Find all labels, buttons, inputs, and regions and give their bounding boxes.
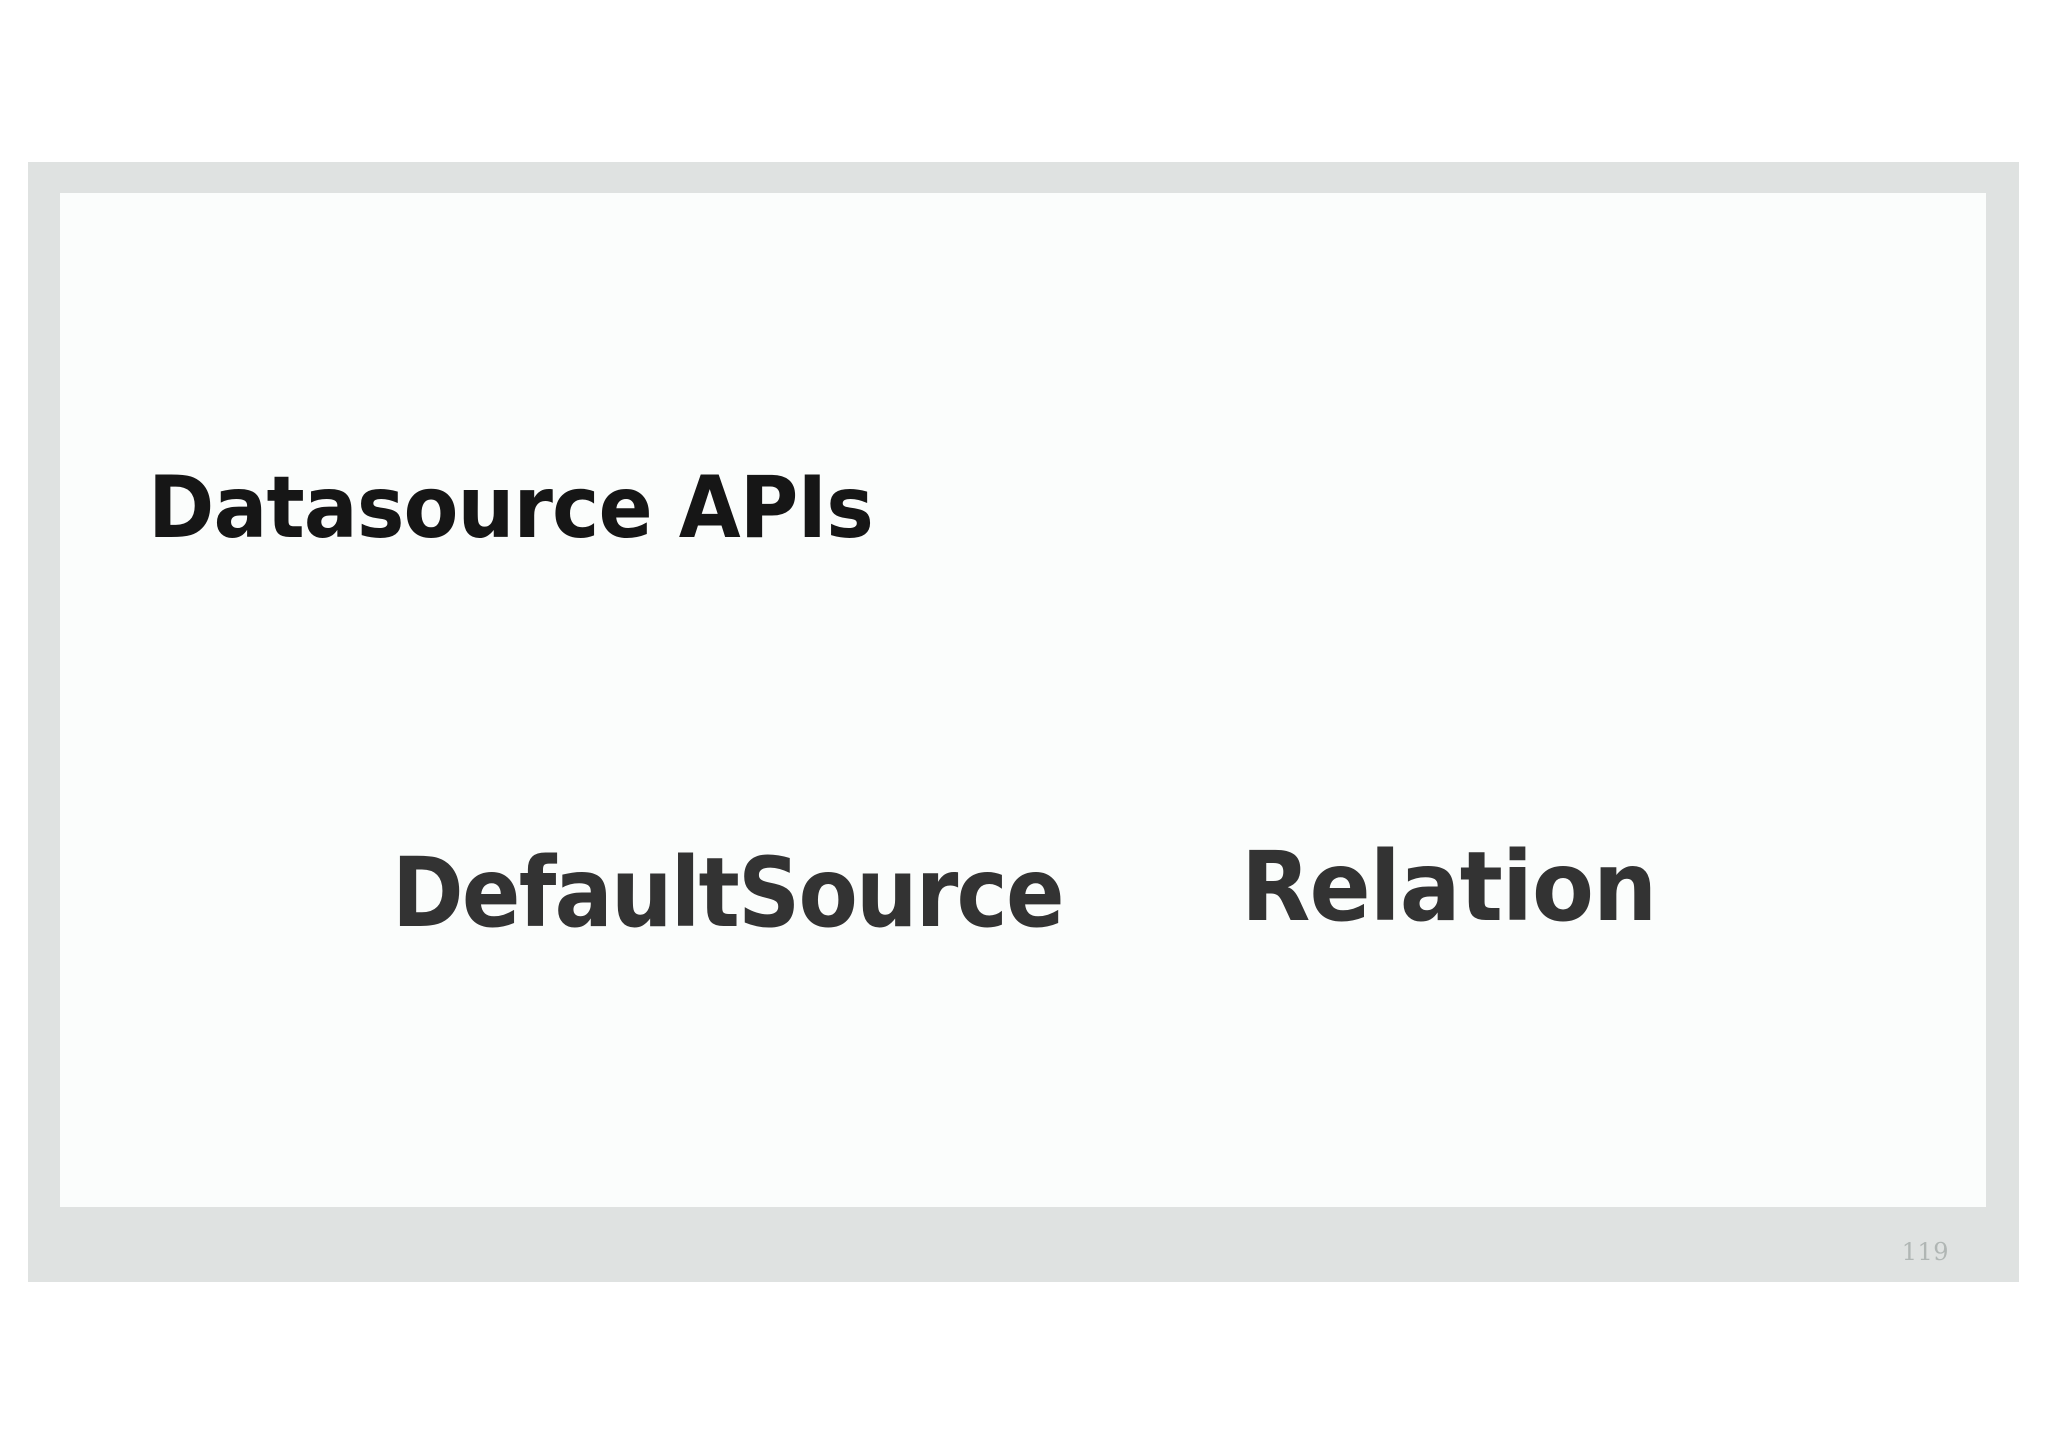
page-number: 119	[1901, 1238, 1949, 1266]
concept-row: DefaultSource Relation	[60, 833, 1986, 973]
concept-label-relation: Relation	[1241, 831, 1657, 943]
slide-canvas: Datasource APIs DefaultSource Relation	[60, 193, 1986, 1207]
slide-frame: Datasource APIs DefaultSource Relation 1…	[28, 162, 2019, 1282]
page-title: Datasource APIs	[148, 458, 874, 558]
concept-label-defaultsource: DefaultSource	[392, 837, 1065, 949]
